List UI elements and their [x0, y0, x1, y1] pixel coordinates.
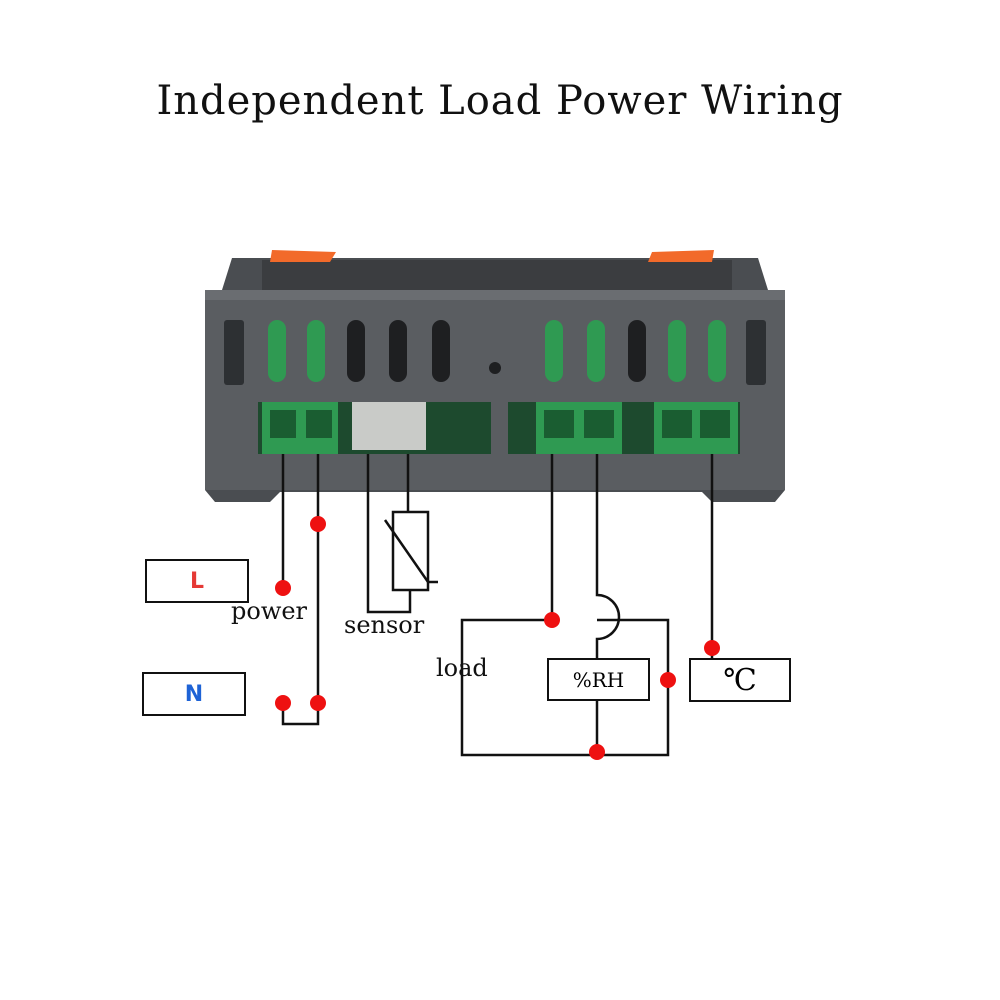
dot-load-bottom — [589, 744, 605, 760]
controller-housing — [205, 250, 785, 502]
right-mounting-clip — [648, 250, 714, 262]
dot-neutral-top — [310, 516, 326, 532]
left-mounting-clip — [270, 250, 336, 262]
power-label: power — [231, 597, 308, 625]
connection-dots — [275, 516, 720, 760]
temperature-label: ℃ — [723, 662, 757, 698]
thermistor-symbol — [383, 510, 438, 592]
dot-neutral-right — [310, 695, 326, 711]
live-label: L — [189, 568, 205, 594]
dot-live — [275, 580, 291, 596]
sensor-label: sensor — [344, 611, 425, 639]
load-label: load — [436, 654, 488, 682]
dot-temperature — [704, 640, 720, 656]
wires — [281, 454, 714, 757]
dot-load-right — [660, 672, 676, 688]
humidity-box: %RH — [547, 658, 650, 701]
dot-neutral-left — [275, 695, 291, 711]
temperature-box: ℃ — [689, 658, 791, 702]
sensor-socket — [352, 402, 426, 450]
diagram-title: Independent Load Power Wiring — [156, 78, 844, 124]
neutral-label: N — [184, 681, 204, 707]
live-box: L — [145, 559, 249, 603]
neutral-box: N — [142, 672, 246, 716]
dot-load-junction — [544, 612, 560, 628]
humidity-label: %RH — [572, 667, 625, 692]
